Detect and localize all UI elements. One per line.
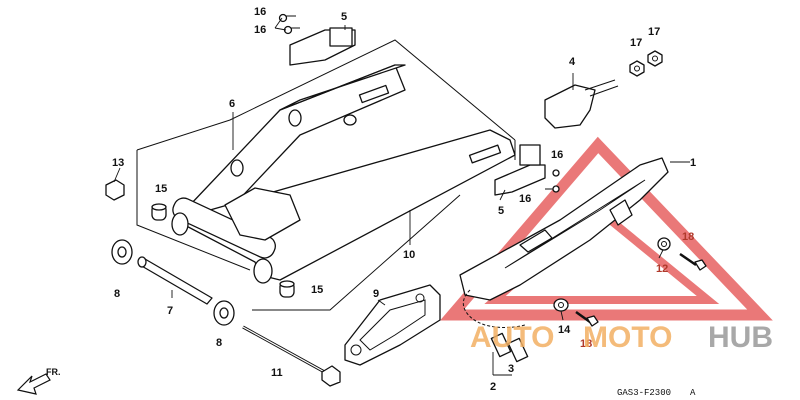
collar-15-lower	[279, 280, 295, 298]
nut-13	[105, 179, 125, 201]
callout-15-lower: 15	[311, 284, 323, 296]
pivot-bolt-11	[242, 325, 341, 387]
bolt-18-lower	[575, 310, 599, 327]
callout-labels: 1 2 3 4 5 5 6 7 8 8 9 10 11 12 13 14 15 …	[112, 6, 696, 393]
callout-16-c: 16	[551, 149, 563, 161]
grommet-12	[657, 237, 671, 251]
callout-12: 12	[656, 263, 668, 275]
watermark-text: AUTO MOTO HUB	[470, 321, 773, 354]
callout-13: 13	[112, 157, 124, 169]
callout-11: 11	[271, 367, 283, 379]
bolt-16-right-b	[545, 185, 560, 193]
grommet-14	[553, 298, 569, 312]
callout-9: 9	[373, 288, 379, 300]
washer-8-lower	[213, 300, 235, 326]
assembly-group-outline	[136, 39, 516, 311]
drawing-code: GAS3-F2300	[617, 388, 671, 398]
watermark-moto: MOTO	[583, 321, 672, 354]
revision-mark: A	[690, 388, 696, 398]
nut-17-a	[629, 60, 645, 77]
nut-17-b	[647, 50, 663, 67]
chain-slider-9	[344, 284, 441, 366]
bolt-16-top-b	[283, 25, 300, 35]
callout-14: 14	[558, 324, 571, 336]
callout-6: 6	[229, 98, 235, 110]
chain-case-1	[459, 157, 669, 301]
callout-16-b: 16	[254, 24, 266, 36]
callout-2: 2	[490, 381, 496, 393]
callout-4: 4	[569, 56, 576, 68]
bolt-18-upper	[679, 252, 707, 271]
front-direction-arrow-icon: FR.	[16, 367, 61, 395]
callout-17-a: 17	[630, 37, 642, 49]
callout-1: 1	[690, 157, 696, 169]
callout-15-upper: 15	[155, 183, 167, 195]
bolt-16-right-a	[552, 169, 560, 177]
callout-5-upper: 5	[341, 11, 347, 23]
direction-label: FR.	[46, 367, 61, 377]
callout-3: 3	[508, 363, 514, 375]
chain-joint-plate	[490, 332, 529, 363]
callout-8-upper: 8	[114, 288, 120, 300]
callout-7: 7	[167, 305, 173, 317]
callout-18-lower: 18	[580, 338, 592, 350]
callout-18-upper: 18	[682, 231, 694, 243]
swingarm	[171, 64, 516, 284]
watermark-hub: HUB	[708, 321, 773, 354]
leader-lines	[113, 17, 690, 376]
collar-15-upper	[151, 203, 167, 221]
bracket-part-4	[544, 79, 619, 129]
callout-5-lower: 5	[498, 205, 504, 217]
washer-8-upper	[111, 239, 133, 265]
callout-8-lower: 8	[216, 337, 222, 349]
callout-16-d: 16	[519, 193, 531, 205]
pivot-tube-7	[137, 256, 213, 305]
chain-adjuster-upper	[289, 27, 356, 66]
callout-16-a: 16	[254, 6, 266, 18]
chain-adjuster-lower	[494, 144, 546, 196]
callout-17-b: 17	[648, 26, 660, 38]
callout-10: 10	[403, 249, 415, 261]
watermark-auto: AUTO	[470, 321, 554, 354]
drive-chain	[462, 289, 526, 328]
